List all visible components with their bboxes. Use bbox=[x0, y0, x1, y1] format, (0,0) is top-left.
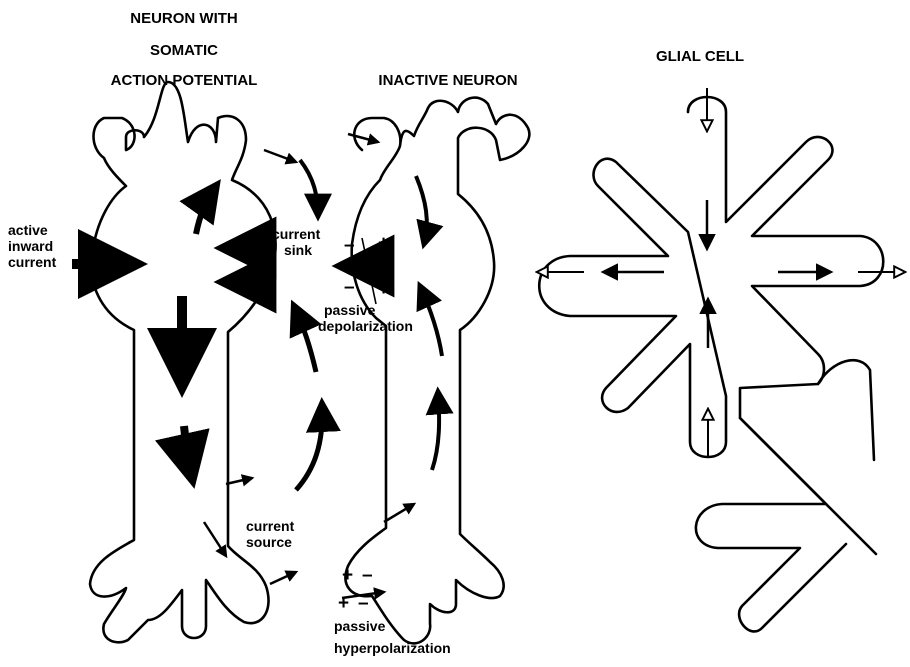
outflow-arrow-bottom bbox=[270, 572, 296, 584]
membrane-marker bbox=[362, 238, 376, 304]
label-active-line3: current bbox=[8, 254, 56, 270]
inactive-inflow-arrow-top bbox=[348, 134, 378, 142]
return-loop-arrow-2 bbox=[294, 306, 316, 372]
inactive-axon-inflow-arrow bbox=[384, 504, 414, 522]
label-current-sink: current sink bbox=[272, 226, 320, 258]
label-passive-depolarization: passive depolarization bbox=[318, 302, 413, 334]
title-inactive-neuron: INACTIVE NEURON bbox=[378, 72, 517, 89]
title-active-neuron-line1: NEURON WITH bbox=[130, 10, 238, 27]
glial-process-folded bbox=[696, 360, 874, 631]
label-depol-line1: passive bbox=[318, 302, 413, 318]
sign-minus-hyper-lower: – bbox=[358, 594, 369, 613]
sign-plus-hyper-upper: + bbox=[342, 566, 353, 585]
sign-plus-lower-right: + bbox=[378, 280, 389, 299]
outflow-arrow-middle bbox=[226, 478, 252, 484]
outflow-arrow-lower bbox=[204, 522, 226, 556]
label-active-line2: inward bbox=[8, 238, 56, 254]
inactive-soma-downward-arrow bbox=[416, 176, 427, 244]
label-hyper-line2: hyperpolarization bbox=[334, 640, 451, 656]
label-source-line2: source bbox=[246, 534, 294, 550]
sign-minus-hyper-upper: – bbox=[362, 566, 373, 585]
sign-minus-lower-left: – bbox=[344, 278, 355, 297]
label-current-source: current source bbox=[246, 518, 294, 550]
soma-upward-current-arrow bbox=[196, 186, 216, 234]
title-glial-cell: GLIAL CELL bbox=[656, 48, 744, 65]
glial-cell-outline bbox=[539, 97, 883, 554]
sign-plus-hyper-lower: + bbox=[338, 594, 349, 613]
label-sink-line2: sink bbox=[272, 242, 320, 258]
axon-downward-current-arrow-2 bbox=[184, 426, 192, 478]
extracellular-arrow-top bbox=[300, 160, 318, 216]
return-loop-arrow bbox=[296, 404, 322, 490]
sign-plus-upper-right: + bbox=[378, 234, 389, 253]
sign-minus-upper-left: – bbox=[344, 236, 355, 255]
label-passive-hyperpolarization: passive hyperpolarization bbox=[334, 618, 451, 656]
label-hyper-line1: passive bbox=[334, 618, 451, 634]
inactive-axon-upward-arrow-upper bbox=[420, 286, 442, 356]
outflow-arrow-top bbox=[264, 150, 296, 162]
inactive-axon-upward-arrow-lower bbox=[432, 392, 439, 470]
title-active-neuron-line2: SOMATIC bbox=[150, 42, 218, 59]
label-active-line1: active bbox=[8, 222, 56, 238]
label-depol-line2: depolarization bbox=[318, 318, 413, 334]
title-active-neuron-line3: ACTION POTENTIAL bbox=[111, 72, 258, 89]
label-active-inward-current: active inward current bbox=[8, 222, 56, 270]
label-source-line1: current bbox=[246, 518, 294, 534]
label-sink-line1: current bbox=[272, 226, 320, 242]
inactive-neuron-outline bbox=[345, 98, 529, 644]
